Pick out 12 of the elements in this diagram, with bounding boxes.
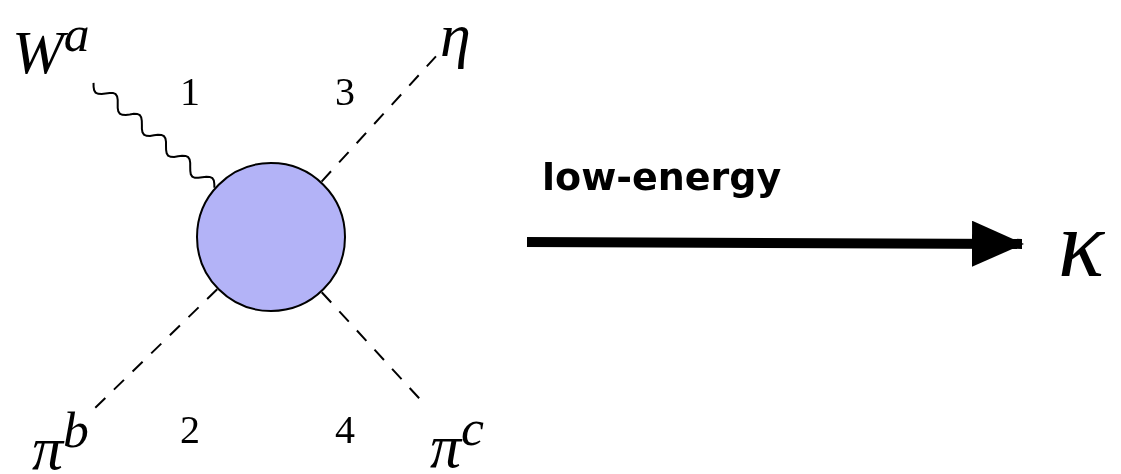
- particle-label: π$^{c}$: [430, 402, 484, 474]
- dashed-line: [92, 288, 219, 411]
- leg-number: 4: [335, 410, 355, 450]
- dashed-line: [320, 55, 437, 183]
- arrow: [527, 220, 1024, 267]
- particle-label: π$^{b}$: [32, 404, 89, 474]
- leg-number: 3: [335, 72, 355, 112]
- particle-label: W$^{a}$: [12, 8, 90, 83]
- wavy-line: [92, 81, 216, 189]
- leg-number: 2: [180, 410, 200, 450]
- leg-number: 1: [180, 72, 200, 112]
- particle-label: κ: [1058, 196, 1105, 292]
